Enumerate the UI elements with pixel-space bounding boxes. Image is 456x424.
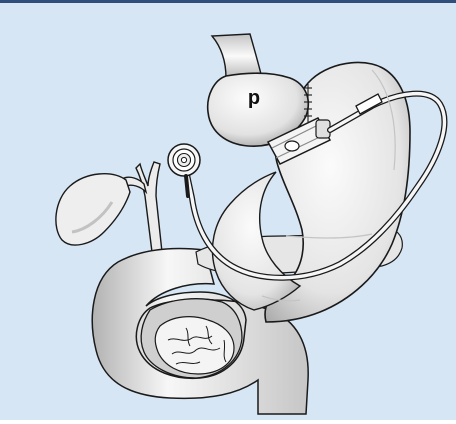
port-stem (186, 176, 188, 196)
injection-port (168, 144, 200, 176)
top-border (0, 0, 456, 3)
bottom-edge (0, 420, 456, 424)
pouch-label: p (248, 87, 260, 109)
